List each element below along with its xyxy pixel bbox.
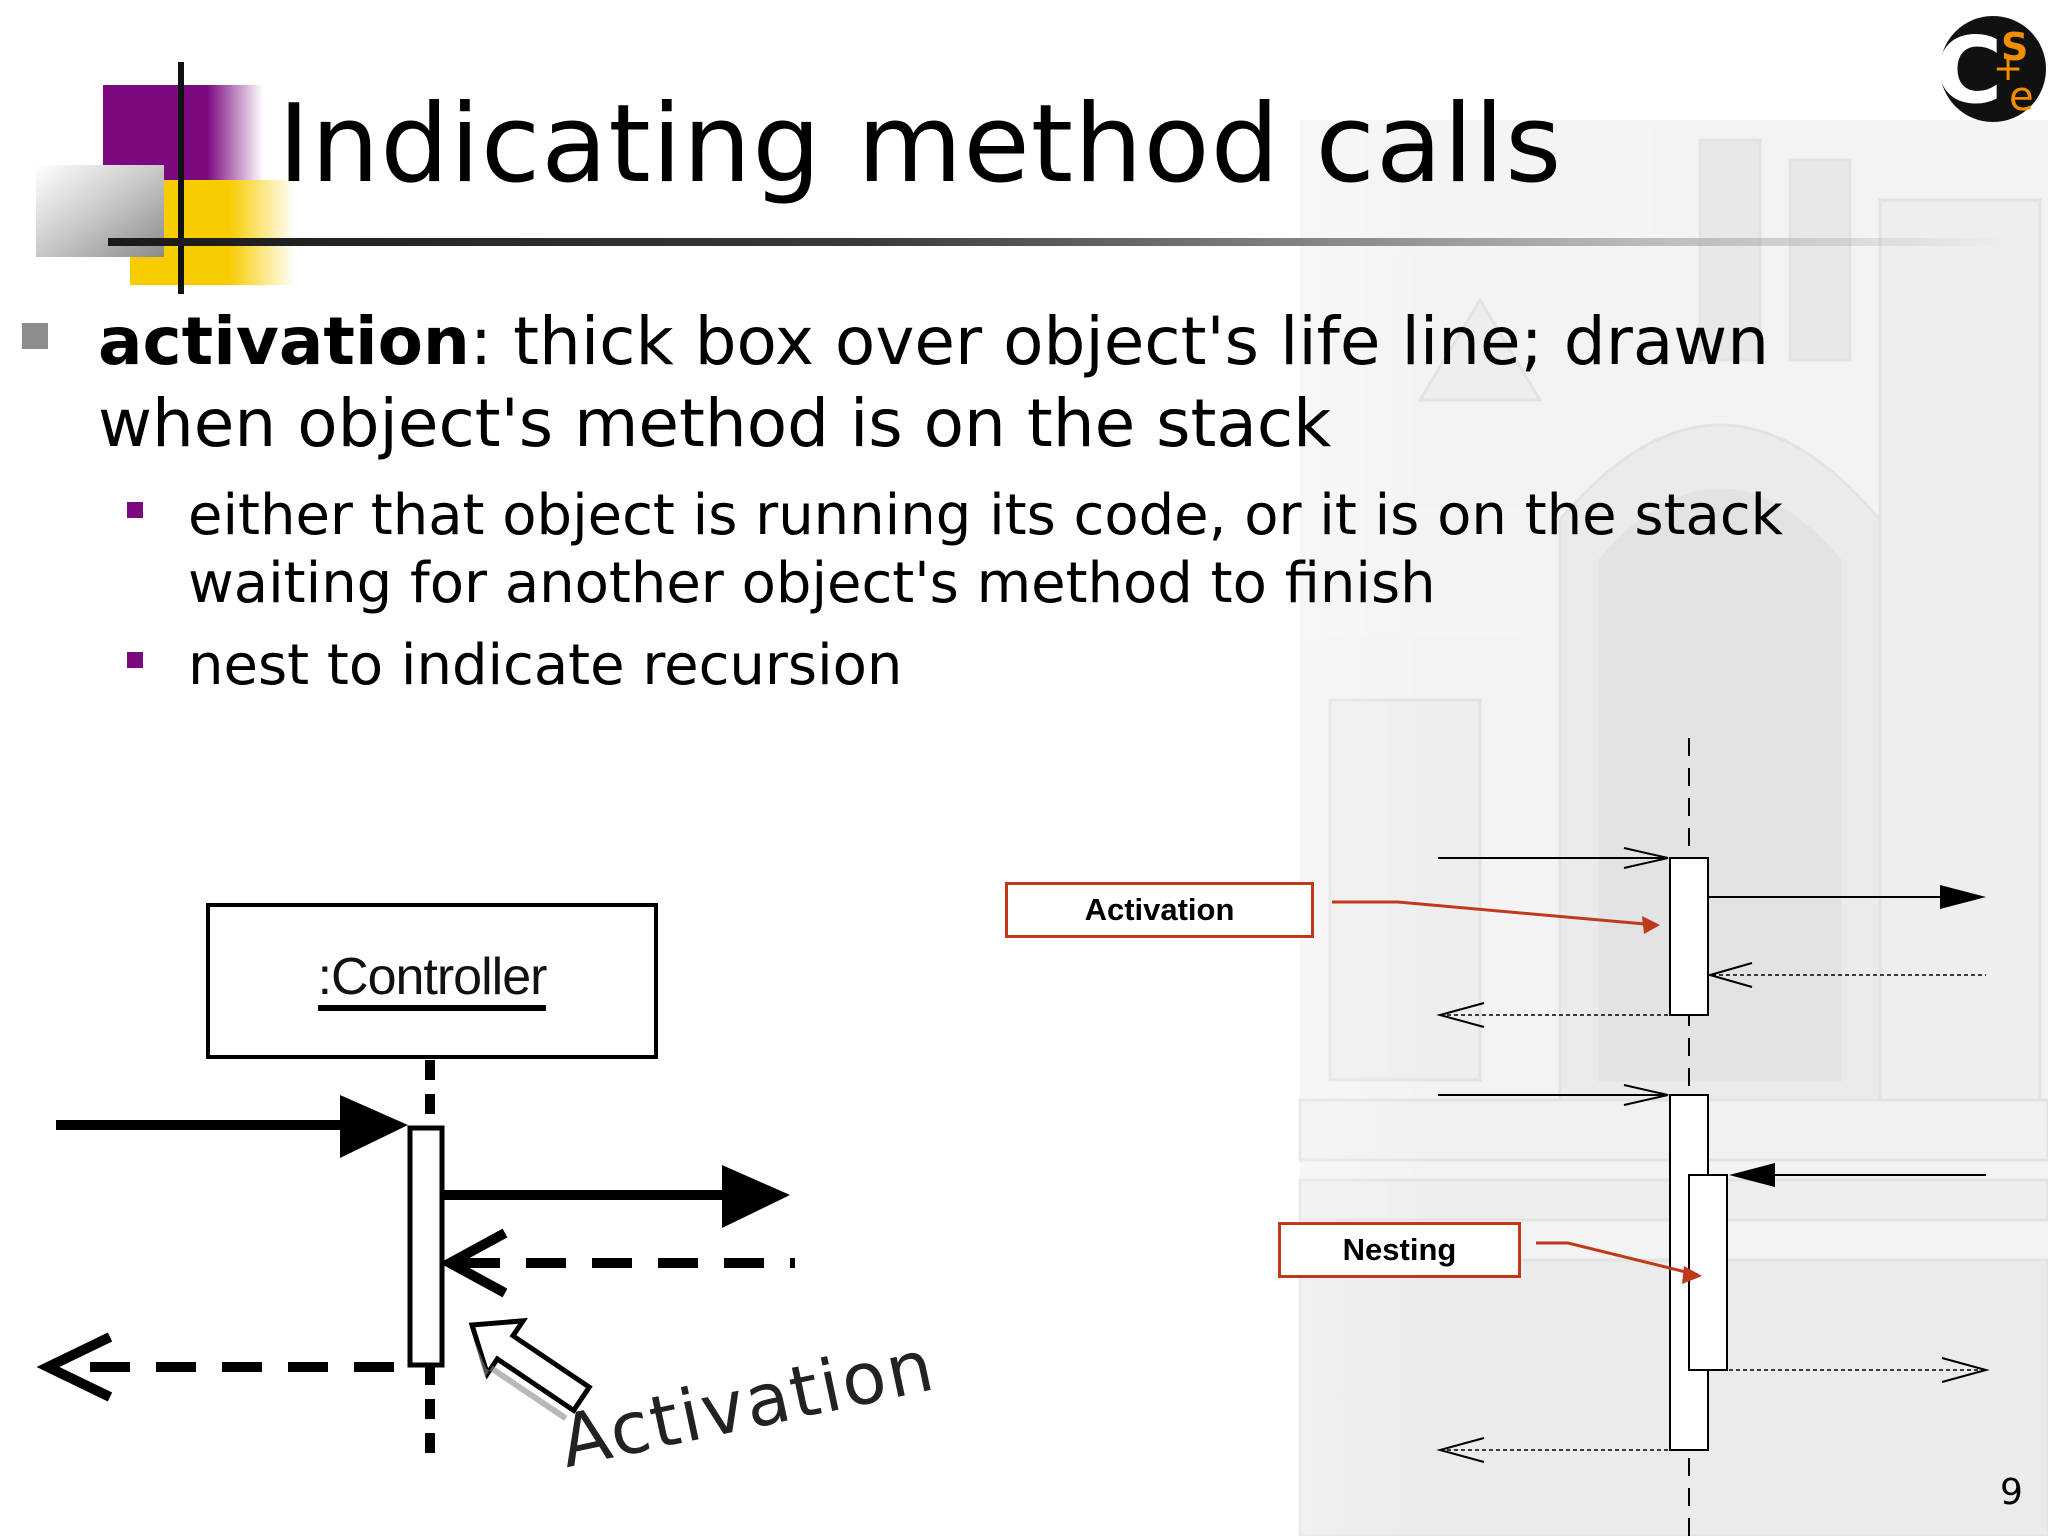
sub-bullet-square-icon xyxy=(127,652,143,668)
bullet-activation-text: : thick box over object's life line; dra… xyxy=(98,303,1770,462)
pointer-arrow-icon xyxy=(468,1317,593,1421)
slide-title: Indicating method calls xyxy=(278,82,1563,207)
sub-bullet-square-icon xyxy=(127,502,143,518)
callout-activation: Activation xyxy=(1005,882,1314,938)
sub-bullet-running: either that object is running its code, … xyxy=(188,483,1784,616)
bullet-activation: activation: thick box over object's life… xyxy=(98,301,1898,465)
svg-text:e: e xyxy=(2009,74,2034,120)
title-underline xyxy=(108,238,2008,246)
page-number: 9 xyxy=(2000,1472,2023,1513)
left-sequence-diagram xyxy=(36,1060,795,1460)
title-decoration xyxy=(36,62,308,294)
activation-box xyxy=(407,1125,445,1368)
term-activation: activation xyxy=(98,303,470,380)
svg-text:+: + xyxy=(1993,48,2023,89)
svg-text:S: S xyxy=(2001,25,2028,69)
right-sequence-diagram xyxy=(1332,738,1990,1536)
activation-box-1 xyxy=(1669,857,1709,1016)
bullet-square-icon xyxy=(22,323,48,349)
cse-logo-icon: C S + e xyxy=(1935,16,2046,124)
object-box-controller: :Controller xyxy=(206,903,658,1059)
sub-bullet-recursion: nest to indicate recursion xyxy=(188,633,903,698)
callout-nesting: Nesting xyxy=(1278,1222,1521,1278)
svg-text:C: C xyxy=(1935,17,2003,124)
object-label: :Controller xyxy=(317,951,547,1011)
